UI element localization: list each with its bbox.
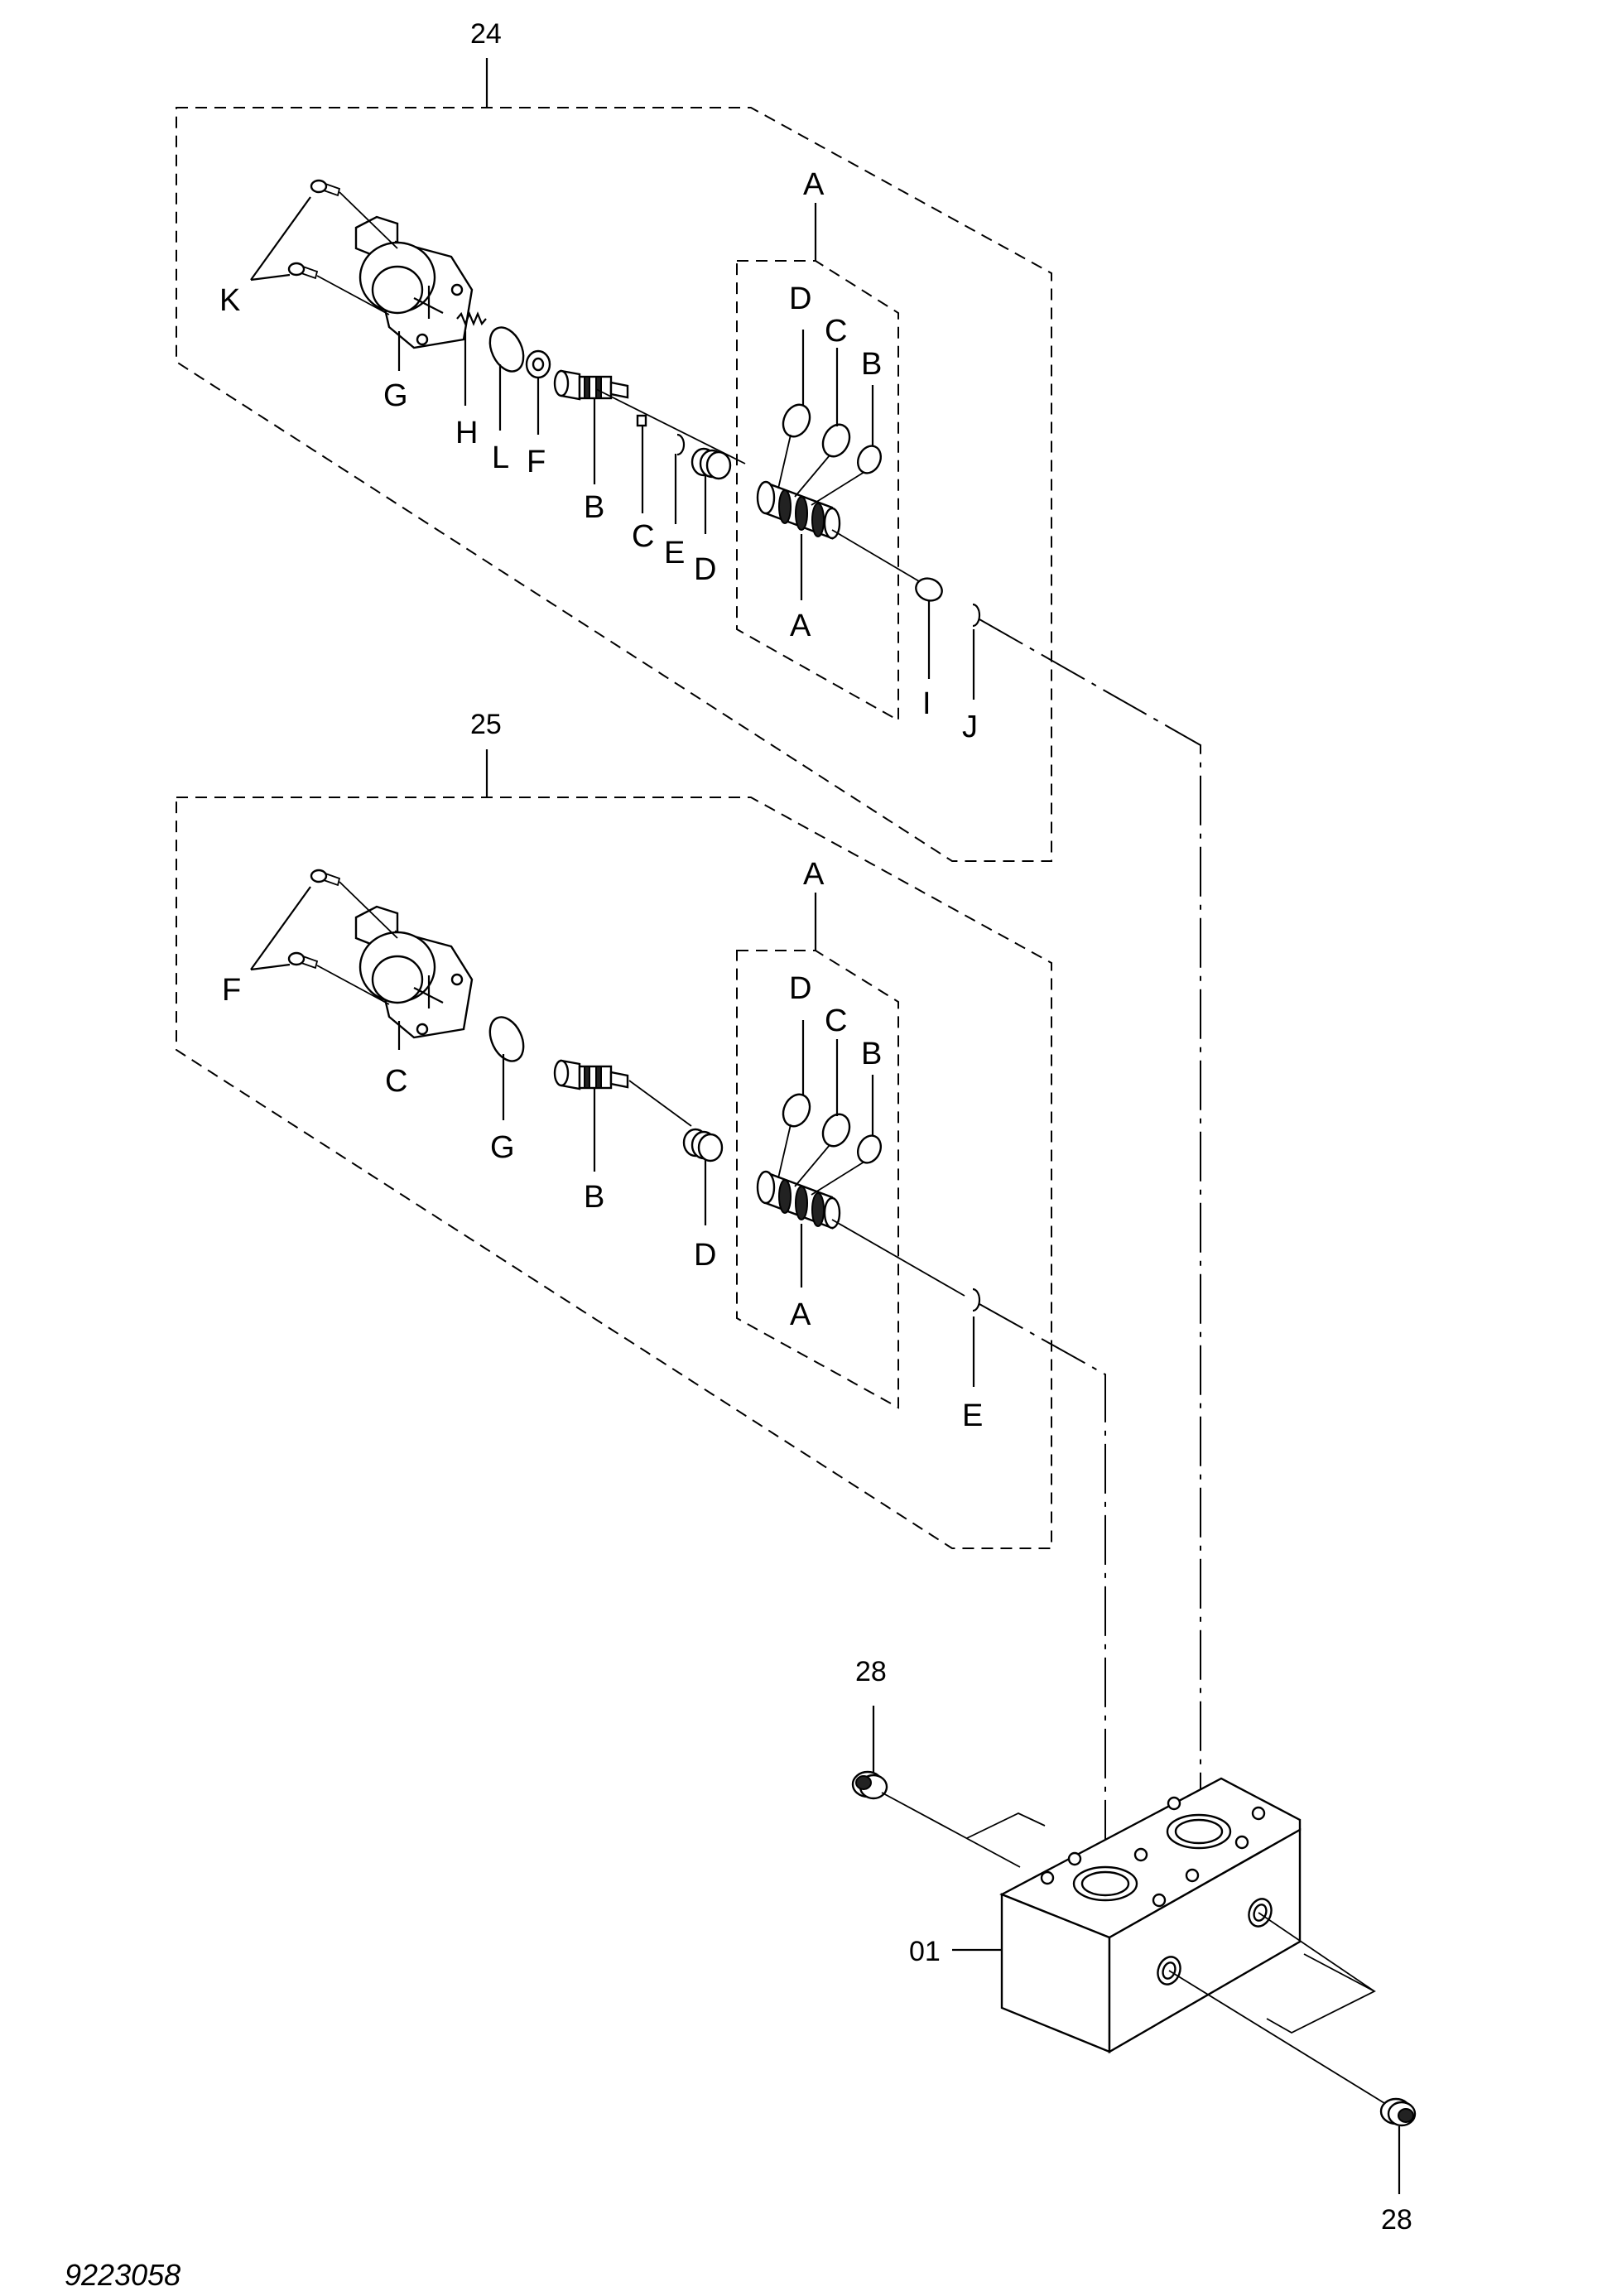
label-plug-28-top: 28 (855, 1656, 887, 1687)
label-25-D: D (694, 1238, 716, 1273)
spool-25-B (553, 1059, 629, 1090)
valve-body-block (966, 1777, 1376, 2054)
assembly-24-number: 24 (470, 18, 502, 50)
bolt-25-upper (310, 869, 341, 887)
cartridge-24-A (756, 480, 841, 540)
plug-28-top (851, 1770, 888, 1800)
plug-24-D (691, 447, 732, 480)
label-25-B: B (584, 1180, 604, 1215)
label-24-B: B (584, 490, 604, 525)
label-25-inner-D: D (789, 971, 811, 1006)
label-24-inner-D: D (789, 282, 811, 316)
label-25-E: E (962, 1398, 983, 1433)
cartridge-25-A (756, 1170, 841, 1230)
document-number: 9223058 (65, 2258, 180, 2292)
spring-24-H (456, 311, 487, 326)
label-25-inner-C: C (825, 1004, 847, 1038)
assembly-24: 24 K G (176, 18, 1201, 1795)
label-25-C: C (385, 1064, 407, 1099)
label-25-inner-A-bottom: A (790, 1297, 811, 1332)
label-24-J: J (962, 710, 978, 744)
label-25-G: G (490, 1130, 515, 1165)
label-24-inner-A-top: A (803, 167, 825, 202)
label-24-I: I (922, 686, 931, 721)
label-25-inner-A-top: A (803, 857, 825, 892)
assembly-25: 25 F C G (176, 709, 1106, 1863)
bolt-25-lower (287, 951, 319, 970)
label-25-F: F (222, 973, 241, 1008)
label-24-D: D (694, 552, 716, 587)
label-25-inner-B: B (861, 1037, 882, 1071)
label-24-F: F (527, 445, 546, 479)
plug-25-D (682, 1128, 724, 1162)
label-24-C: C (632, 519, 654, 554)
label-24-G: G (383, 378, 408, 413)
solenoid-24 (354, 215, 474, 349)
label-24-H: H (455, 416, 478, 450)
solenoid-25 (354, 905, 474, 1039)
label-24-L: L (492, 440, 509, 475)
bolt-24-lower (287, 262, 319, 280)
plug-28-bottom (1379, 2097, 1417, 2127)
label-body-01: 01 (909, 1936, 941, 1967)
label-24-inner-C: C (825, 314, 847, 349)
bolt-24-upper (310, 179, 341, 197)
label-24-K: K (219, 283, 240, 318)
spool-24-B (553, 369, 629, 401)
assembly-25-number: 25 (470, 709, 502, 740)
label-24-E: E (664, 536, 685, 570)
label-plug-28-bottom: 28 (1381, 2204, 1412, 2236)
label-24-inner-B: B (861, 347, 882, 382)
label-24-inner-A-bottom: A (790, 609, 811, 643)
